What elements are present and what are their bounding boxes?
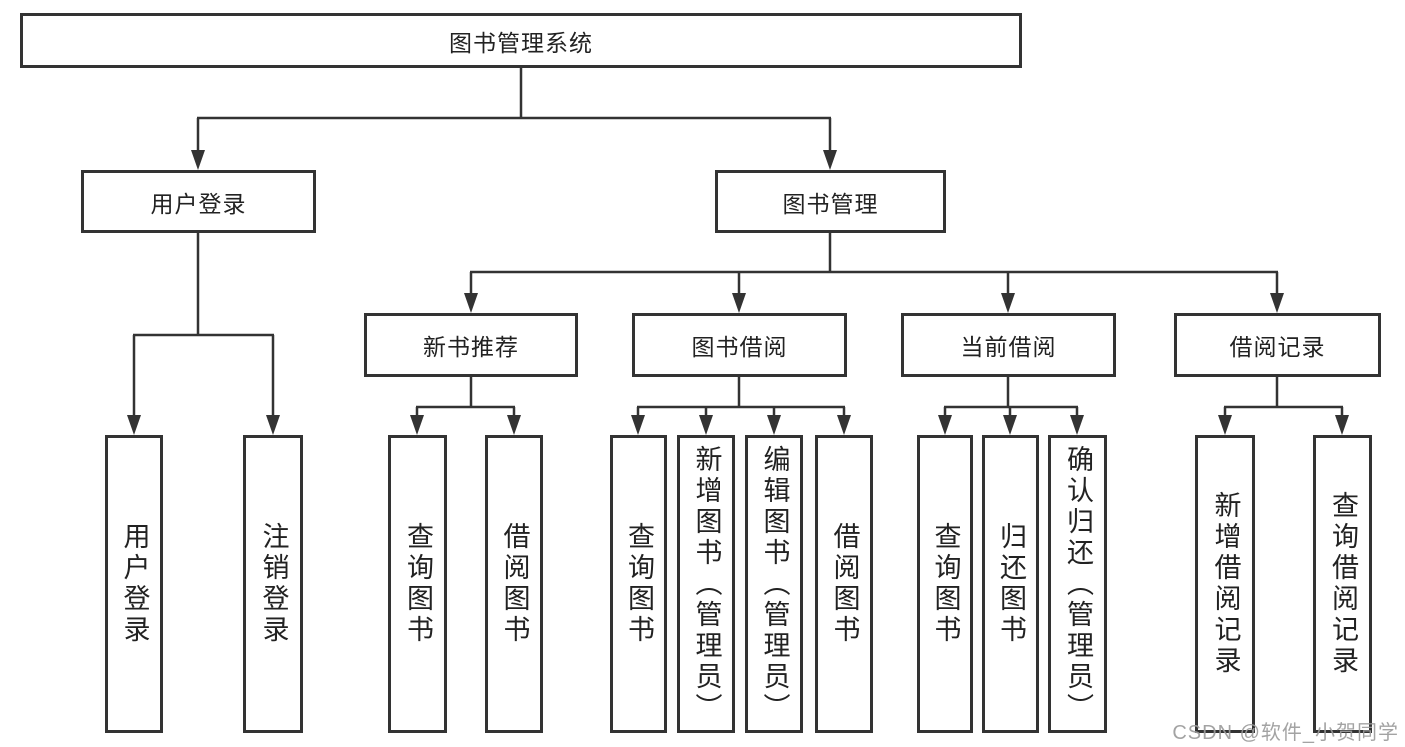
node-label: 新书推荐 [423, 334, 519, 360]
node-root: 图书管理系统 [20, 13, 1022, 68]
leaf-logout: 注销登录 [243, 435, 303, 733]
leaf-confirm-return-admin: 确认归还（管理员） [1048, 435, 1107, 733]
node-label: 确认归还（管理员） [1063, 444, 1093, 724]
node-label: 新增图书（管理员） [691, 444, 722, 724]
node-label: 借阅图书 [829, 522, 860, 646]
node-label: 新增借阅记录 [1210, 491, 1241, 677]
node-label: 编辑图书（管理员） [759, 444, 790, 724]
node-label: 借阅记录 [1229, 334, 1326, 360]
node-label: 查询图书 [930, 522, 961, 646]
leaf-borrow-books: 借阅图书 [815, 435, 873, 733]
leaf-edit-books-admin: 编辑图书（管理员） [745, 435, 803, 733]
csdn-watermark: CSDN @软件_小贺同学 [1172, 722, 1399, 744]
node-user-login: 用户登录 [81, 170, 316, 233]
leaf-add-borrow-record: 新增借阅记录 [1195, 435, 1255, 733]
node-book-borrowing: 图书借阅 [632, 313, 847, 377]
leaf-query-books-borrowing: 查询图书 [610, 435, 667, 733]
node-label: 当前借阅 [960, 334, 1057, 360]
leaf-query-books-current: 查询图书 [917, 435, 973, 733]
leaf-user-login: 用户登录 [105, 435, 163, 733]
node-label: 归还图书 [996, 522, 1026, 646]
node-new-book-recommend: 新书推荐 [364, 313, 578, 377]
node-label: 借阅图书 [499, 522, 530, 646]
node-label: 查询图书 [624, 522, 654, 646]
node-borrowing-records: 借阅记录 [1174, 313, 1381, 377]
node-label: 用户登录 [119, 522, 150, 646]
node-current-borrowing: 当前借阅 [901, 313, 1116, 377]
leaf-query-borrow-record: 查询借阅记录 [1313, 435, 1372, 733]
node-label: 注销登录 [258, 522, 289, 646]
node-label: 查询借阅记录 [1328, 491, 1358, 677]
arrowheads [127, 150, 1349, 435]
leaf-query-books-recommend: 查询图书 [388, 435, 447, 733]
node-label: 用户登录 [150, 190, 247, 217]
leaf-return-books: 归还图书 [982, 435, 1039, 733]
leaf-add-books-admin: 新增图书（管理员） [677, 435, 735, 733]
node-label: 图书借阅 [691, 334, 788, 360]
node-label: 查询图书 [403, 522, 433, 646]
node-label: 图书管理系统 [449, 29, 593, 56]
node-label: 图书管理 [782, 190, 879, 217]
node-book-management: 图书管理 [715, 170, 946, 233]
leaf-borrow-books-recommend: 借阅图书 [485, 435, 543, 733]
